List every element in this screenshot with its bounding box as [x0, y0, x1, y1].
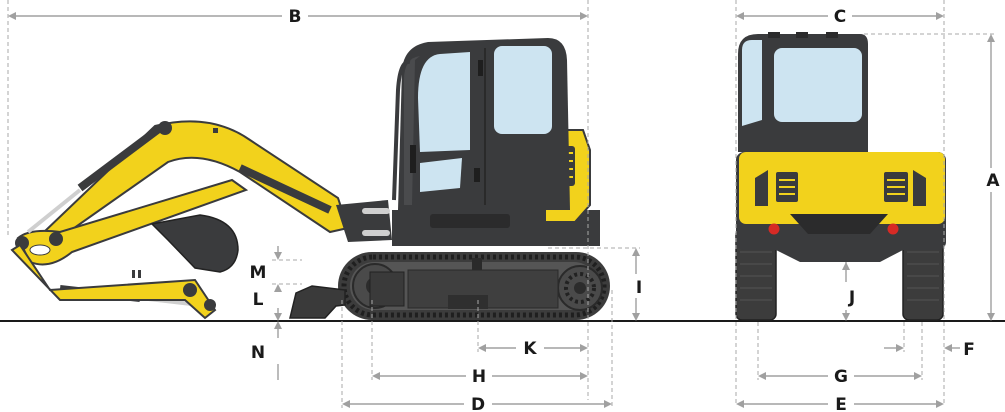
- label-M: M: [250, 263, 267, 283]
- boom: [10, 120, 392, 320]
- rear-window: [774, 48, 862, 122]
- label-J: J: [848, 288, 855, 308]
- side-cab: [392, 38, 570, 210]
- label-D: D: [471, 395, 485, 412]
- side-window: [742, 40, 762, 126]
- side-view-excavator: [10, 38, 610, 320]
- label-K: K: [523, 339, 537, 359]
- dimension-labels: B C A I K H D M L N J G F E: [250, 7, 1001, 412]
- dozer-blade: [289, 285, 346, 319]
- label-G: G: [834, 367, 848, 387]
- left-tail-light: [768, 223, 780, 235]
- label-B: B: [289, 7, 302, 27]
- side-track: [338, 252, 610, 320]
- label-N: N: [251, 343, 265, 363]
- label-C: C: [834, 7, 846, 27]
- label-F: F: [963, 340, 975, 360]
- dimension-lines: [7, 0, 996, 408]
- label-H: H: [472, 367, 486, 387]
- back-view-excavator: [735, 32, 946, 321]
- label-L: L: [253, 290, 264, 310]
- label-E: E: [835, 395, 847, 412]
- back-yellow-panel: [739, 152, 945, 224]
- label-A: A: [986, 171, 1000, 191]
- bucket: [150, 214, 239, 273]
- right-tail-light: [887, 223, 899, 235]
- label-I: I: [636, 278, 642, 298]
